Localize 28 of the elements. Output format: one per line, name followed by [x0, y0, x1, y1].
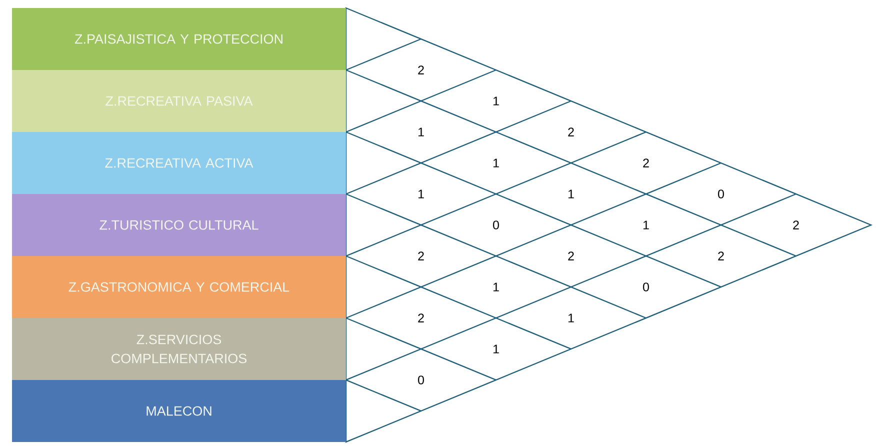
zone-box: MALECON	[12, 380, 346, 442]
matrix-value: 1	[493, 96, 499, 106]
zone-box: Z.PAISAJISTICA Y PROTECCION	[12, 8, 346, 70]
zone-box: Z.TURISTICO CULTURAL	[12, 194, 346, 256]
matrix-value: 2	[718, 252, 724, 260]
matrix-value: 1	[493, 282, 499, 292]
matrix-value: 1	[418, 190, 424, 198]
matrix-value: 1	[493, 344, 499, 354]
matrix-value: 2	[418, 252, 424, 260]
matrix-value: 2	[568, 128, 574, 136]
matrix-value: 0	[493, 220, 499, 230]
zone-box: Z.SERVICIOS COMPLEMENTARIOS	[12, 318, 346, 380]
matrix-value: 2	[793, 220, 799, 230]
matrix-value: 0	[643, 282, 649, 292]
matrix-value: 1	[568, 314, 574, 322]
matrix-value: 1	[418, 128, 424, 136]
zone-box: Z.GASTRONOMICA Y COMERCIAL	[12, 256, 346, 318]
matrix-value: 1	[643, 220, 649, 230]
zone-box: Z.RECREATIVA ACTIVA	[12, 132, 346, 194]
matrix-value: 2	[643, 158, 649, 168]
matrix-value: 2	[568, 252, 574, 260]
zone-box: Z.RECREATIVA PASIVA	[12, 70, 346, 132]
matrix-value: 2	[418, 314, 424, 322]
matrix-value: 2	[418, 66, 424, 74]
matrix-value: 0	[418, 376, 424, 384]
matrix-value: 1	[568, 190, 574, 198]
matrix-value: 1	[493, 158, 499, 168]
matrix-value: 0	[718, 190, 724, 198]
